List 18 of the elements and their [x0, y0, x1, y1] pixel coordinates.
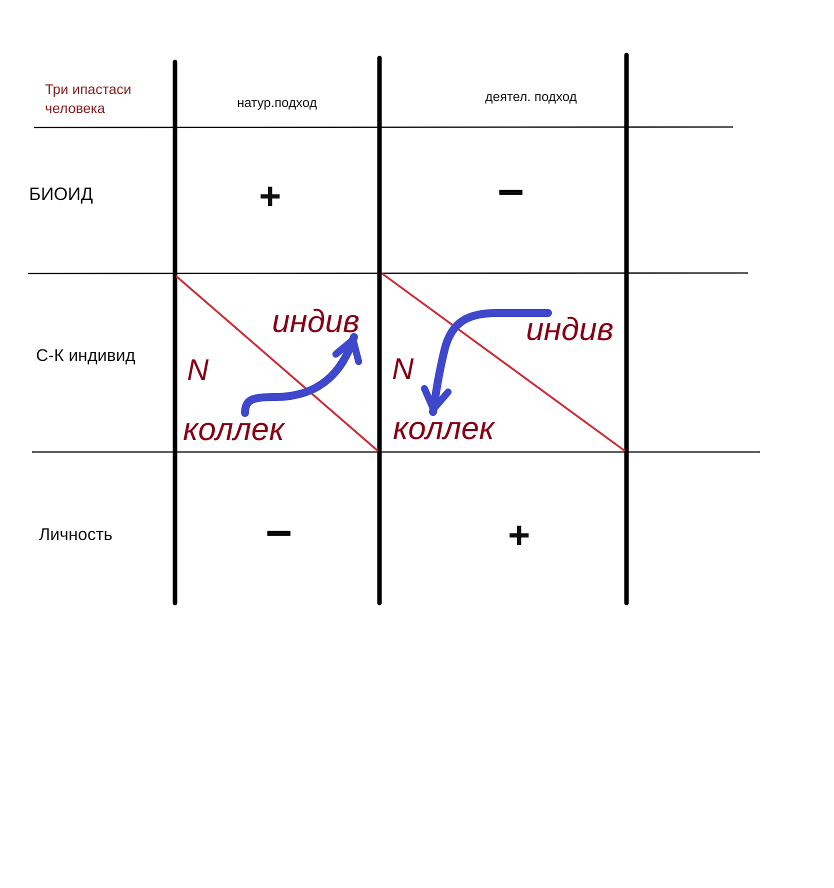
term-label: индив — [526, 313, 614, 345]
curved-arrow — [241, 333, 362, 417]
row-heading: С-К индивид — [36, 347, 136, 364]
plus-sign: + — [259, 178, 282, 216]
term-label: коллек — [393, 412, 494, 444]
minus-sign: − — [498, 171, 524, 215]
row-heading: Личность — [39, 526, 112, 543]
column-heading: деятел. подход — [485, 90, 577, 103]
corner-heading: Три ипастаси человека — [45, 80, 132, 118]
term-label: индив — [272, 305, 360, 337]
column-heading: натур.подход — [237, 96, 317, 109]
curved-arrow — [420, 309, 552, 416]
minus-sign: − — [266, 512, 292, 556]
letter-label: N — [187, 356, 209, 386]
plus-sign: + — [508, 517, 530, 555]
letter-label: N — [392, 355, 414, 385]
term-label: коллек — [183, 413, 284, 445]
row-heading: БИОИД — [29, 185, 93, 203]
